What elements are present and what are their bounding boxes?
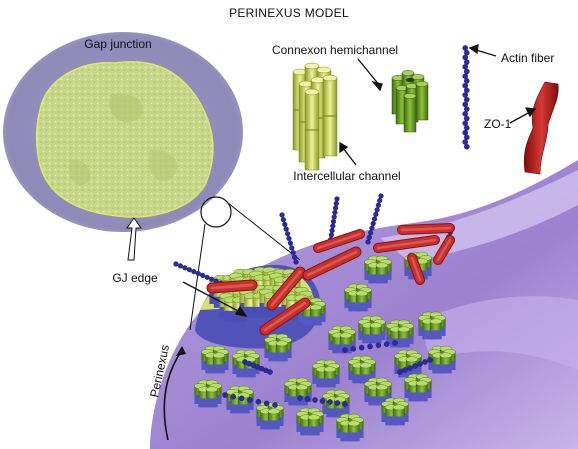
zo1-protein bbox=[302, 246, 362, 281]
gj-edge-hollow-arrow bbox=[126, 217, 142, 261]
zo1-group bbox=[206, 223, 455, 336]
label-actin-fiber: Actin fiber bbox=[501, 51, 554, 65]
zo1-model bbox=[523, 81, 559, 175]
zo1-protein bbox=[266, 266, 306, 311]
gj-edge-arrow bbox=[182, 281, 241, 313]
connexon-icon bbox=[418, 311, 446, 340]
actin-bead bbox=[463, 96, 470, 103]
cell-membrane-fold-lower bbox=[420, 296, 578, 370]
channel-subunit bbox=[322, 74, 338, 157]
hemichannel-subunit bbox=[415, 81, 429, 121]
zo1-protein bbox=[407, 253, 425, 285]
zoom-line-lower bbox=[189, 223, 206, 331]
actin-arrowhead bbox=[468, 44, 479, 55]
zo1-protein bbox=[206, 279, 258, 294]
label-connexon-hemichannel: Connexon hemichannel bbox=[272, 43, 398, 57]
actin-fiber bbox=[279, 212, 299, 265]
actin-fiber-model bbox=[462, 45, 470, 150]
connexon-icon bbox=[364, 377, 392, 406]
zo1-protein bbox=[259, 297, 311, 336]
actin-bead bbox=[463, 87, 470, 94]
actin-bead bbox=[462, 120, 469, 126]
connexon-icon bbox=[358, 315, 386, 344]
gj-edge-arrowhead bbox=[234, 305, 248, 317]
connexon-icon bbox=[264, 333, 292, 362]
connexon-icon bbox=[336, 413, 364, 442]
actin-bead bbox=[462, 64, 469, 70]
actin-arrow bbox=[475, 49, 497, 57]
connexon-icon bbox=[256, 401, 284, 430]
connexon-icon bbox=[428, 345, 456, 374]
connexon-icon bbox=[201, 345, 229, 374]
actin-fiber bbox=[242, 359, 273, 375]
hemichannel-subunit bbox=[403, 93, 417, 133]
actin-bead bbox=[463, 49, 470, 56]
actin-bead bbox=[463, 125, 470, 131]
actin-bead bbox=[462, 45, 469, 51]
perinexus-bracket-tip bbox=[176, 346, 186, 356]
connexon-icon bbox=[194, 379, 222, 408]
actin-bead bbox=[463, 106, 470, 112]
actin-bead bbox=[462, 129, 469, 136]
connexon-icon bbox=[364, 255, 392, 284]
actin-fiber bbox=[365, 193, 384, 245]
connexon-icon bbox=[348, 355, 376, 384]
connexon-icon bbox=[404, 373, 432, 402]
perinexus-bracket bbox=[163, 349, 183, 441]
actin-bead bbox=[462, 139, 469, 145]
zoom-line-upper bbox=[227, 202, 301, 261]
intercellular-channel-model bbox=[292, 62, 338, 171]
zoom-circle bbox=[200, 196, 232, 228]
figure-title: PERINEXUS MODEL bbox=[229, 6, 349, 20]
hemichannel-arrowhead bbox=[371, 80, 383, 92]
actin-fiber bbox=[342, 340, 398, 353]
actin-bead bbox=[463, 134, 470, 141]
actin-fiber-group bbox=[173, 193, 455, 408]
connexon-icon bbox=[386, 319, 414, 348]
zo1-protein bbox=[433, 235, 455, 265]
hemichannel-arrow bbox=[357, 58, 381, 87]
actin-bead bbox=[463, 143, 470, 150]
connexon-icon bbox=[344, 283, 372, 312]
connexon-icon bbox=[381, 397, 409, 426]
connexon-icon bbox=[232, 349, 260, 378]
channel-arrow bbox=[342, 147, 357, 166]
actin-bead bbox=[462, 111, 469, 117]
actin-bead bbox=[462, 101, 469, 108]
actin-bead bbox=[462, 92, 469, 98]
actin-bead bbox=[462, 54, 469, 61]
connexon-icon bbox=[312, 359, 340, 388]
gap-junction-plaque bbox=[3, 32, 243, 232]
actin-bead bbox=[462, 82, 469, 89]
zo1-arrow bbox=[509, 111, 531, 124]
actin-fiber bbox=[222, 392, 278, 408]
zo1-protein bbox=[313, 229, 365, 253]
actin-bead bbox=[463, 115, 470, 122]
actin-fiber bbox=[297, 395, 348, 407]
actin-bead bbox=[463, 59, 470, 65]
zo1-arrowhead bbox=[524, 107, 537, 118]
connexon-icon bbox=[284, 377, 312, 406]
channel-subunit bbox=[304, 88, 320, 171]
connexon-icon bbox=[328, 325, 356, 354]
label-zo1: ZO-1 bbox=[484, 117, 512, 131]
actin-bead bbox=[463, 68, 470, 75]
label-gap-junction: Gap junction bbox=[84, 37, 151, 51]
connexon-icon bbox=[296, 407, 324, 436]
zo1-protein bbox=[373, 235, 440, 253]
actin-bead bbox=[463, 78, 470, 84]
actin-bead bbox=[462, 73, 469, 79]
channel-arrowhead bbox=[339, 141, 349, 154]
label-intercellular-channel: Intercellular channel bbox=[293, 169, 400, 183]
actin-fiber bbox=[397, 357, 433, 375]
zo1-protein bbox=[397, 223, 455, 235]
connexon-hemichannel-model bbox=[391, 70, 429, 133]
label-gj-edge: GJ edge bbox=[112, 271, 158, 285]
